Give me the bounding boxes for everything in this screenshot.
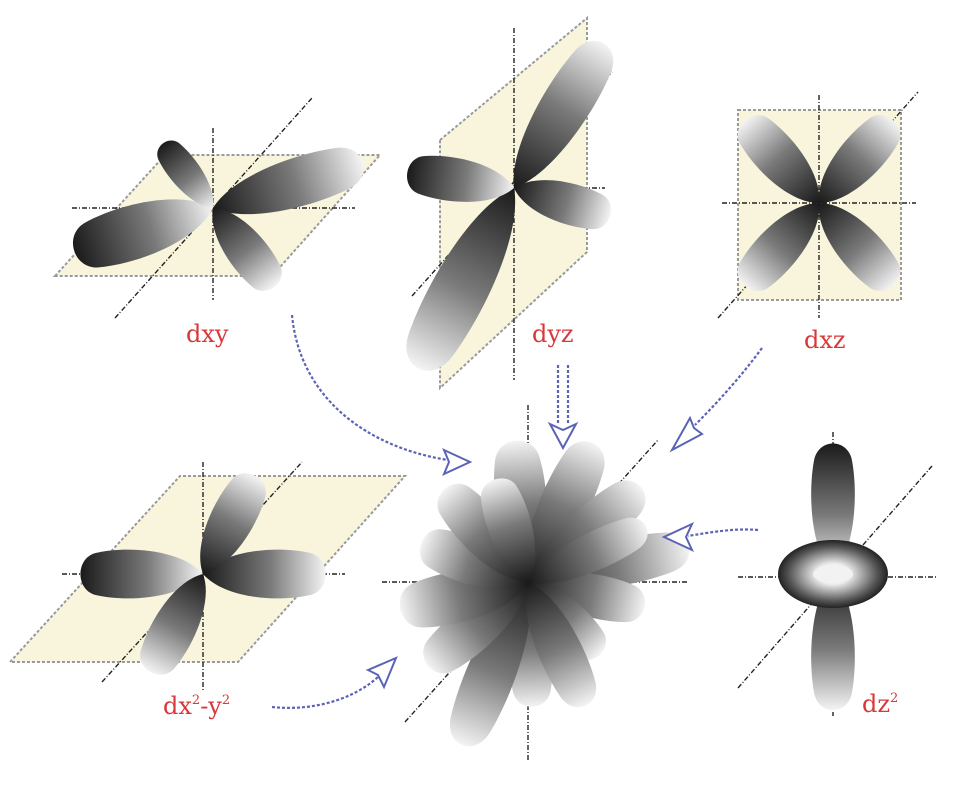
- arrowhead: [669, 415, 704, 453]
- arrow-dxy: [290, 314, 473, 476]
- dxz-label: dxz: [804, 326, 846, 354]
- arrow-dx2-y2: [271, 656, 398, 709]
- dxy-label: dxy: [186, 320, 229, 348]
- dz2-orbital: dz2: [737, 432, 936, 718]
- arrowhead: [365, 656, 398, 690]
- dx2-y2-z-axis: [101, 461, 303, 683]
- arrow-dz2: [661, 521, 759, 553]
- combined-z-axis: [404, 439, 659, 723]
- arrow-dyz: [547, 365, 579, 451]
- arrow-shaft: [271, 674, 381, 709]
- dz2-label: dz2: [862, 690, 898, 718]
- arrowhead: [442, 448, 473, 476]
- dyz-label: dyz: [532, 320, 574, 348]
- dx2-y2-label: dx2-y2: [163, 692, 230, 720]
- combined-orbitals: [382, 405, 694, 760]
- dyz-orbital: dyz: [393, 15, 625, 391]
- dx2-y2-orbital: dx2-y2: [7, 461, 408, 720]
- arrow-shaft: [687, 528, 759, 538]
- arrow-shaft: [290, 314, 449, 462]
- dxy-orbital: dxy: [52, 97, 383, 348]
- dxz-orbital: dxz: [717, 91, 919, 354]
- arrow-shaft: [694, 347, 763, 426]
- arrow-dxz: [669, 347, 763, 453]
- arrowhead: [661, 521, 695, 553]
- arrowhead: [547, 421, 579, 451]
- arrow-shaft: [556, 365, 570, 425]
